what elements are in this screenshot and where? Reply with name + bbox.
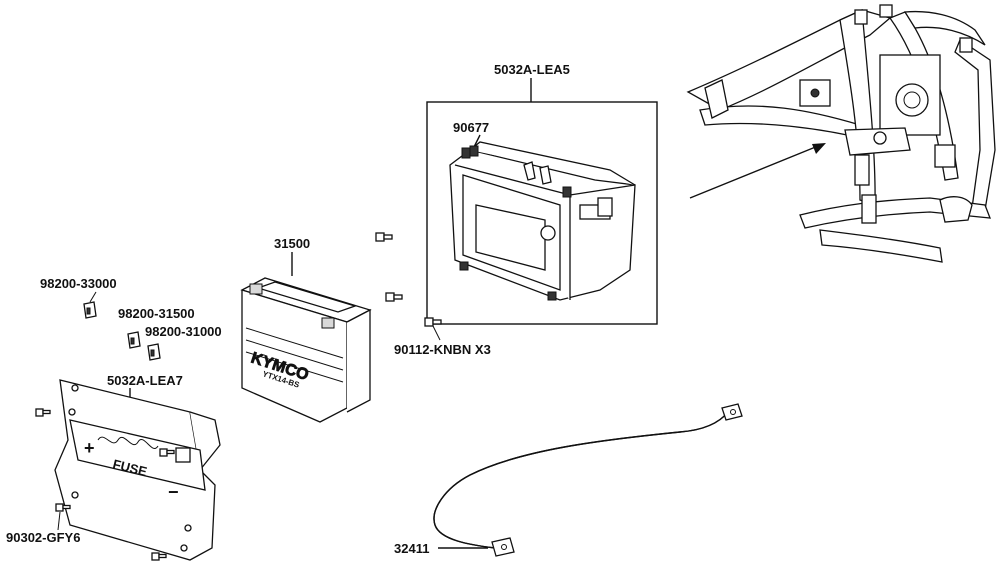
label-bracket-screw: 90302-GFY6 — [6, 530, 80, 545]
fuse-bracket: FUSE + − — [54, 379, 221, 561]
fuse-15a — [127, 331, 141, 349]
label-cable: 32411 — [394, 541, 429, 556]
plus-mark: + — [84, 438, 95, 458]
location-arrow — [689, 143, 826, 199]
vehicle-frame — [686, 4, 996, 263]
grommet-leader — [469, 134, 481, 157]
label-fuse-bracket: 5032A-LEA7 — [107, 373, 183, 388]
fuse-30a — [83, 301, 97, 319]
battery: KYMCO YTX14-BS — [240, 277, 372, 423]
battery-box-callout — [426, 78, 658, 325]
box-screws — [375, 232, 442, 341]
label-grommet: 90677 — [453, 120, 489, 135]
label-fuse-15a: 98200-31500 — [118, 306, 195, 321]
label-screws: 90112-KNBN X3 — [394, 342, 491, 357]
minus-mark: − — [168, 482, 179, 502]
label-fuse-10a: 98200-31000 — [145, 324, 222, 339]
battery-cable — [433, 403, 743, 557]
part-labels: 5032A-LEA5 90677 31500 98200-33000 98200… — [6, 62, 570, 556]
label-battery-box: 5032A-LEA5 — [494, 62, 570, 77]
battery-box — [449, 141, 636, 301]
bracket-screws — [35, 408, 175, 561]
label-fuse-30a: 98200-33000 — [40, 276, 117, 291]
label-battery: 31500 — [274, 236, 310, 251]
fuse-10a — [147, 343, 161, 361]
